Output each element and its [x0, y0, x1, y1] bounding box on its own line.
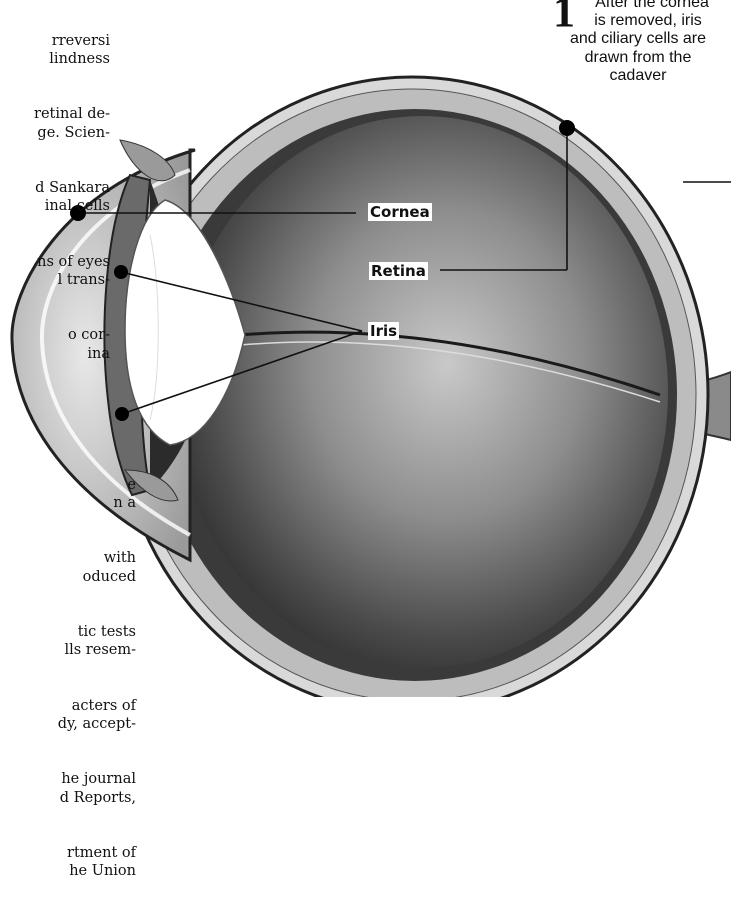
article-text-top: rreversilindness retinal de-ge. Scien- d…	[0, 0, 110, 381]
caption-text: After the cornea is removed, iris and ci…	[545, 0, 731, 85]
label-retina: Retina	[369, 262, 428, 280]
label-iris: Iris	[368, 322, 399, 340]
article-text-bottom: en a withoduced tic testslls resem- acte…	[0, 439, 136, 899]
retina-pointer-dot	[559, 120, 575, 136]
vitreous-body	[176, 116, 668, 668]
iris-pointer-dot-bottom	[115, 407, 129, 421]
label-cornea: Cornea	[368, 203, 432, 221]
iris-pointer-dot-top	[114, 265, 128, 279]
